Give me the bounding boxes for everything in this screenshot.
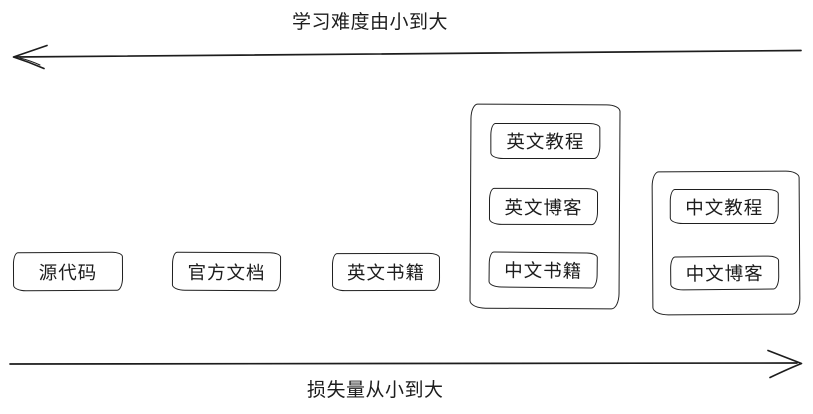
- box-chinese-tutorials: 中文教程: [669, 188, 779, 225]
- group-box-right: 中文教程 中文博客: [651, 170, 801, 316]
- box-source-code-label: 源代码: [38, 262, 98, 284]
- box-english-books: 英文书籍: [331, 252, 441, 292]
- box-english-blogs: 英文博客: [488, 187, 599, 226]
- top-axis-label: 学习难度由小到大: [292, 11, 449, 33]
- box-chinese-blogs-label: 中文博客: [685, 263, 764, 286]
- box-english-books-label: 英文书籍: [346, 262, 426, 285]
- box-english-tutorials-label: 英文教程: [506, 131, 585, 154]
- box-english-tutorials: 英文教程: [490, 122, 601, 160]
- box-chinese-tutorials-label: 中文教程: [685, 197, 764, 219]
- box-chinese-books-label: 中文书籍: [504, 260, 583, 283]
- box-chinese-books: 中文书籍: [488, 251, 598, 289]
- box-official-docs-label: 官方文档: [187, 262, 266, 284]
- bottom-axis-label: 损失量从小到大: [307, 379, 444, 401]
- box-official-docs: 官方文档: [171, 251, 282, 292]
- box-english-blogs-label: 英文博客: [504, 197, 583, 219]
- group-box-middle: 英文教程 英文博客 中文书籍: [469, 103, 621, 310]
- box-source-code: 源代码: [12, 251, 124, 292]
- box-chinese-blogs: 中文博客: [670, 255, 780, 291]
- left-arrow-icon: [12, 44, 802, 70]
